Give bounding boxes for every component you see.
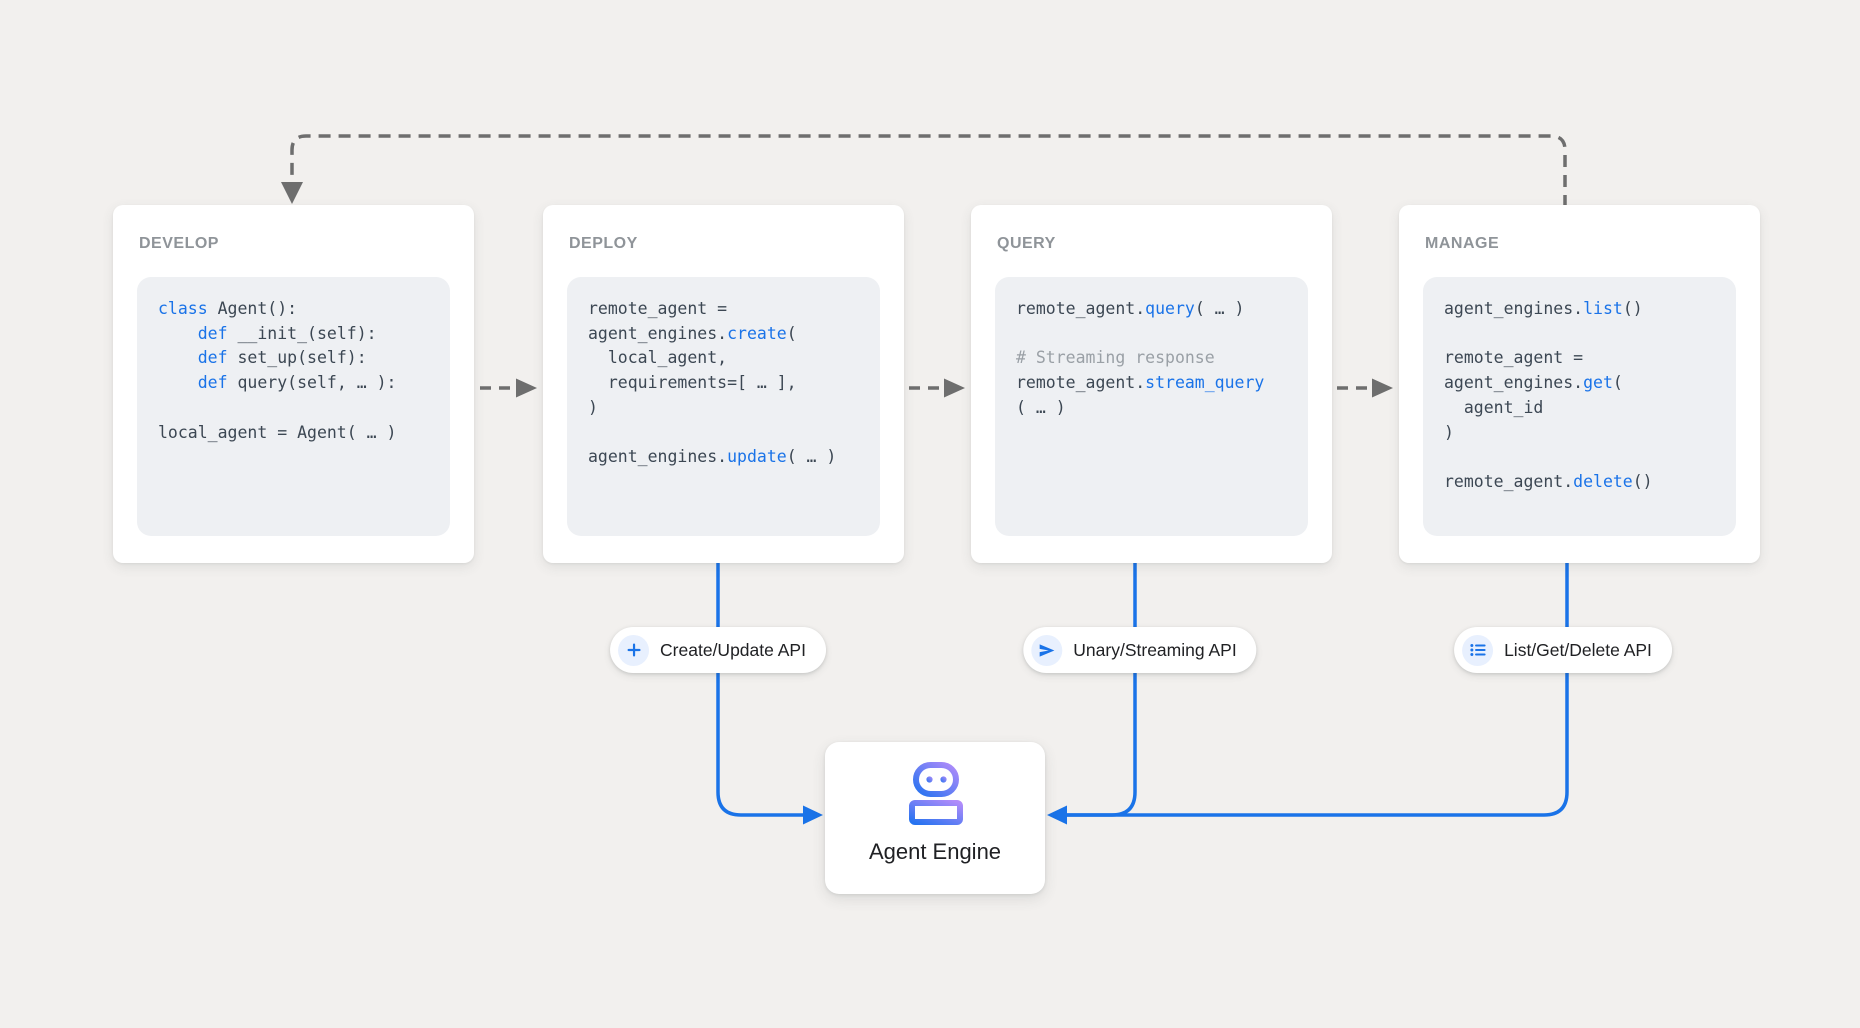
plus-icon <box>618 634 650 666</box>
deploy-to-query-arrow <box>909 378 965 398</box>
manage-to-engine-line <box>1047 561 1569 825</box>
manage-card: MANAGE agent_engines.list() remote_agent… <box>1399 205 1760 563</box>
deploy-to-engine-line <box>716 561 823 825</box>
create-update-api-pill: Create/Update API <box>610 627 826 673</box>
list-get-delete-api-label: List/Get/Delete API <box>1504 639 1652 660</box>
list-get-delete-api-pill: List/Get/Delete API <box>1454 627 1672 673</box>
agent-engine-node: Agent Engine <box>825 742 1045 894</box>
send-icon <box>1031 634 1063 666</box>
develop-code-block: class Agent(): def __init_(self): def se… <box>137 277 450 536</box>
deploy-code-block: remote_agent =agent_engines.create( loca… <box>567 277 880 536</box>
manage-card-title: MANAGE <box>1425 235 1500 252</box>
query-code-block: remote_agent.query( … ) # Streaming resp… <box>995 277 1308 536</box>
agent-engine-label: Agent Engine <box>868 839 1002 864</box>
robot-icon <box>909 762 963 825</box>
manage-code-block: agent_engines.list() remote_agent =agent… <box>1423 277 1736 536</box>
deploy-card: DEPLOY remote_agent =agent_engines.creat… <box>543 205 904 563</box>
query-to-manage-arrow <box>1337 378 1393 398</box>
manage-to-develop-feedback-arrow <box>281 134 1567 207</box>
create-update-api-label: Create/Update API <box>660 639 806 660</box>
develop-to-deploy-arrow <box>480 378 537 398</box>
query-card: QUERY remote_agent.query( … ) # Streamin… <box>971 205 1332 563</box>
unary-streaming-api-label: Unary/Streaming API <box>1073 639 1237 660</box>
query-card-title: QUERY <box>997 235 1056 252</box>
query-to-engine-line <box>1063 561 1137 817</box>
develop-card-title: DEVELOP <box>139 235 219 252</box>
list-icon <box>1462 634 1494 666</box>
deploy-card-title: DEPLOY <box>569 235 638 252</box>
unary-streaming-api-pill: Unary/Streaming API <box>1023 627 1257 673</box>
develop-card: DEVELOP class Agent(): def __init_(self)… <box>113 205 474 563</box>
